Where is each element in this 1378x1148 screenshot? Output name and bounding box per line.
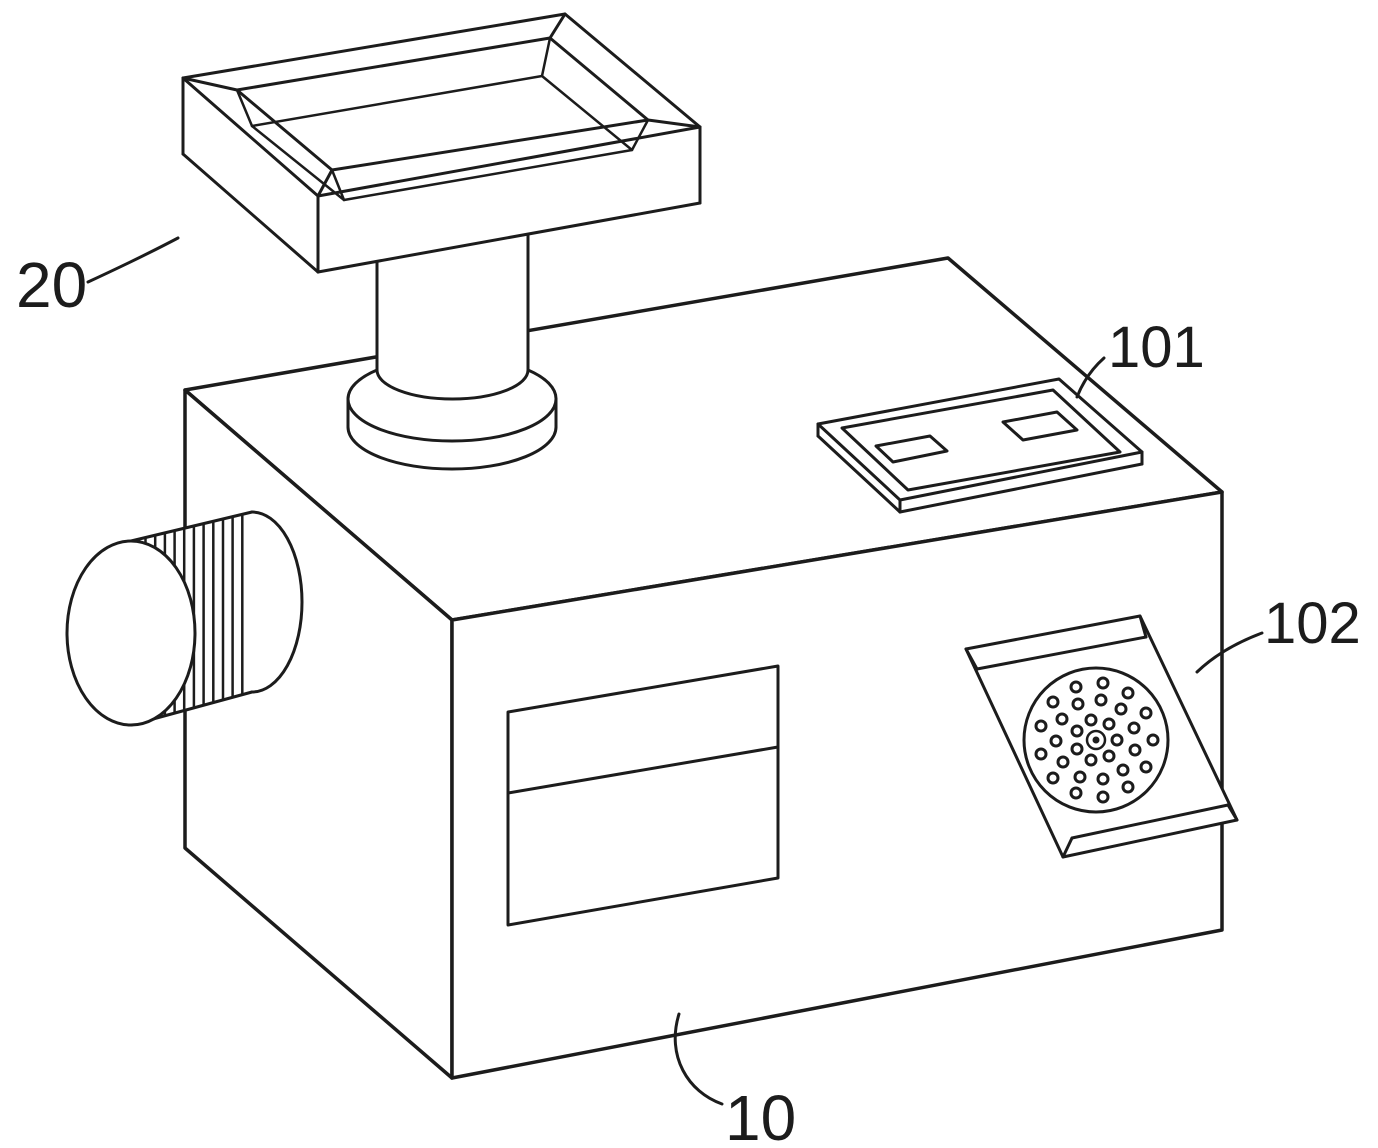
vent-hole (1049, 734, 1063, 748)
vent-frame-miter-4 (1226, 803, 1239, 822)
vent-hole (1139, 760, 1153, 774)
vent-hole (1128, 743, 1142, 757)
vent-hole (1084, 753, 1098, 767)
leader-lines (86, 236, 1264, 1106)
leader-20 (86, 236, 180, 284)
vent-hole (1121, 686, 1135, 700)
drawing-root: 20 101 102 10 (16, 12, 1361, 1148)
vent-hole (1069, 680, 1083, 694)
front-access-panel (506, 664, 780, 927)
vent-holes (1034, 676, 1160, 804)
vent-hub-dot (1092, 736, 1100, 744)
vent-frame-inner-bottom (1070, 803, 1230, 840)
vent-hole (1084, 713, 1098, 727)
vent-hole (1110, 733, 1124, 747)
reference-labels: 20 101 102 10 (16, 249, 1361, 1148)
side-vent-102 (964, 614, 1239, 859)
top-panel-101 (816, 377, 1144, 514)
tube-bottom-arc (375, 368, 530, 401)
vent-hole (1096, 676, 1110, 690)
leader-102 (1195, 631, 1264, 674)
vent-hole (1146, 733, 1160, 747)
label-machine-body-10: 10 (725, 1082, 796, 1148)
hopper-tray (181, 12, 702, 274)
panel101-inner-frame (840, 388, 1122, 492)
tray-miter-2 (548, 12, 567, 40)
collar-top-front-arc (346, 397, 558, 443)
vent-frame-inner-top (975, 635, 1148, 671)
vent-hole (1070, 724, 1084, 738)
tray-bottom-edge-right (316, 201, 702, 274)
vent-hole (1034, 747, 1048, 761)
leader-10 (673, 1012, 724, 1106)
vent-hole (1121, 780, 1135, 794)
knob-end-arc (250, 510, 304, 694)
knob-front-face (65, 539, 197, 727)
vent-frame-miter-1 (964, 647, 979, 671)
vent-hole (1046, 771, 1060, 785)
panel101-bottom-edge-right (898, 462, 1144, 514)
vent-hole (1034, 719, 1048, 733)
collar-right-shoulder (526, 368, 558, 401)
panel101-button-left (874, 434, 949, 464)
vent-hole (1070, 742, 1084, 756)
label-side-vent-102: 102 (1264, 591, 1361, 656)
vent-hole (1096, 790, 1110, 804)
vent-hole (1073, 770, 1087, 784)
vent-hole (1116, 763, 1130, 777)
vent-frame-miter-2 (1138, 614, 1148, 639)
vent-hole (1056, 755, 1070, 769)
vent-hole (1096, 772, 1110, 786)
leader-101 (1075, 356, 1106, 399)
front-panel-divider (506, 745, 780, 795)
vent-hole (1094, 693, 1108, 707)
vent-hole (1114, 702, 1128, 716)
vent-hole (1139, 706, 1153, 720)
vent-hole (1102, 749, 1116, 763)
tray-miter-1 (181, 76, 239, 92)
vent-hole (1071, 697, 1085, 711)
tray-miter-4 (316, 168, 334, 198)
tray-bottom-edge-left (181, 152, 320, 274)
vent-hub-ring (1085, 729, 1107, 751)
label-hopper-20: 20 (16, 249, 87, 321)
side-knob (65, 510, 304, 727)
panel101-bottom-edge-left (816, 434, 902, 514)
tray-cavity-edge-1 (235, 88, 254, 128)
vent-hole (1069, 786, 1083, 800)
collar-bottom-front-arc (346, 425, 558, 471)
vent-hole (1046, 695, 1060, 709)
tray-cavity-edge-3 (630, 118, 650, 152)
knob-top-edge (129, 510, 254, 543)
tray-cavity-edge-4 (330, 168, 346, 202)
front-panel-outline (506, 664, 780, 927)
tray-miter-3 (646, 118, 702, 129)
vent-hole (1102, 717, 1116, 731)
vent-hole (1127, 721, 1141, 735)
tray-cavity-edge-2 (540, 36, 552, 78)
vent-frame-miter-3 (1061, 836, 1074, 859)
vent-hole (1055, 712, 1069, 726)
collar-left-shoulder (346, 368, 379, 401)
panel101-button-right (1001, 410, 1079, 442)
label-top-panel-101: 101 (1108, 315, 1205, 380)
